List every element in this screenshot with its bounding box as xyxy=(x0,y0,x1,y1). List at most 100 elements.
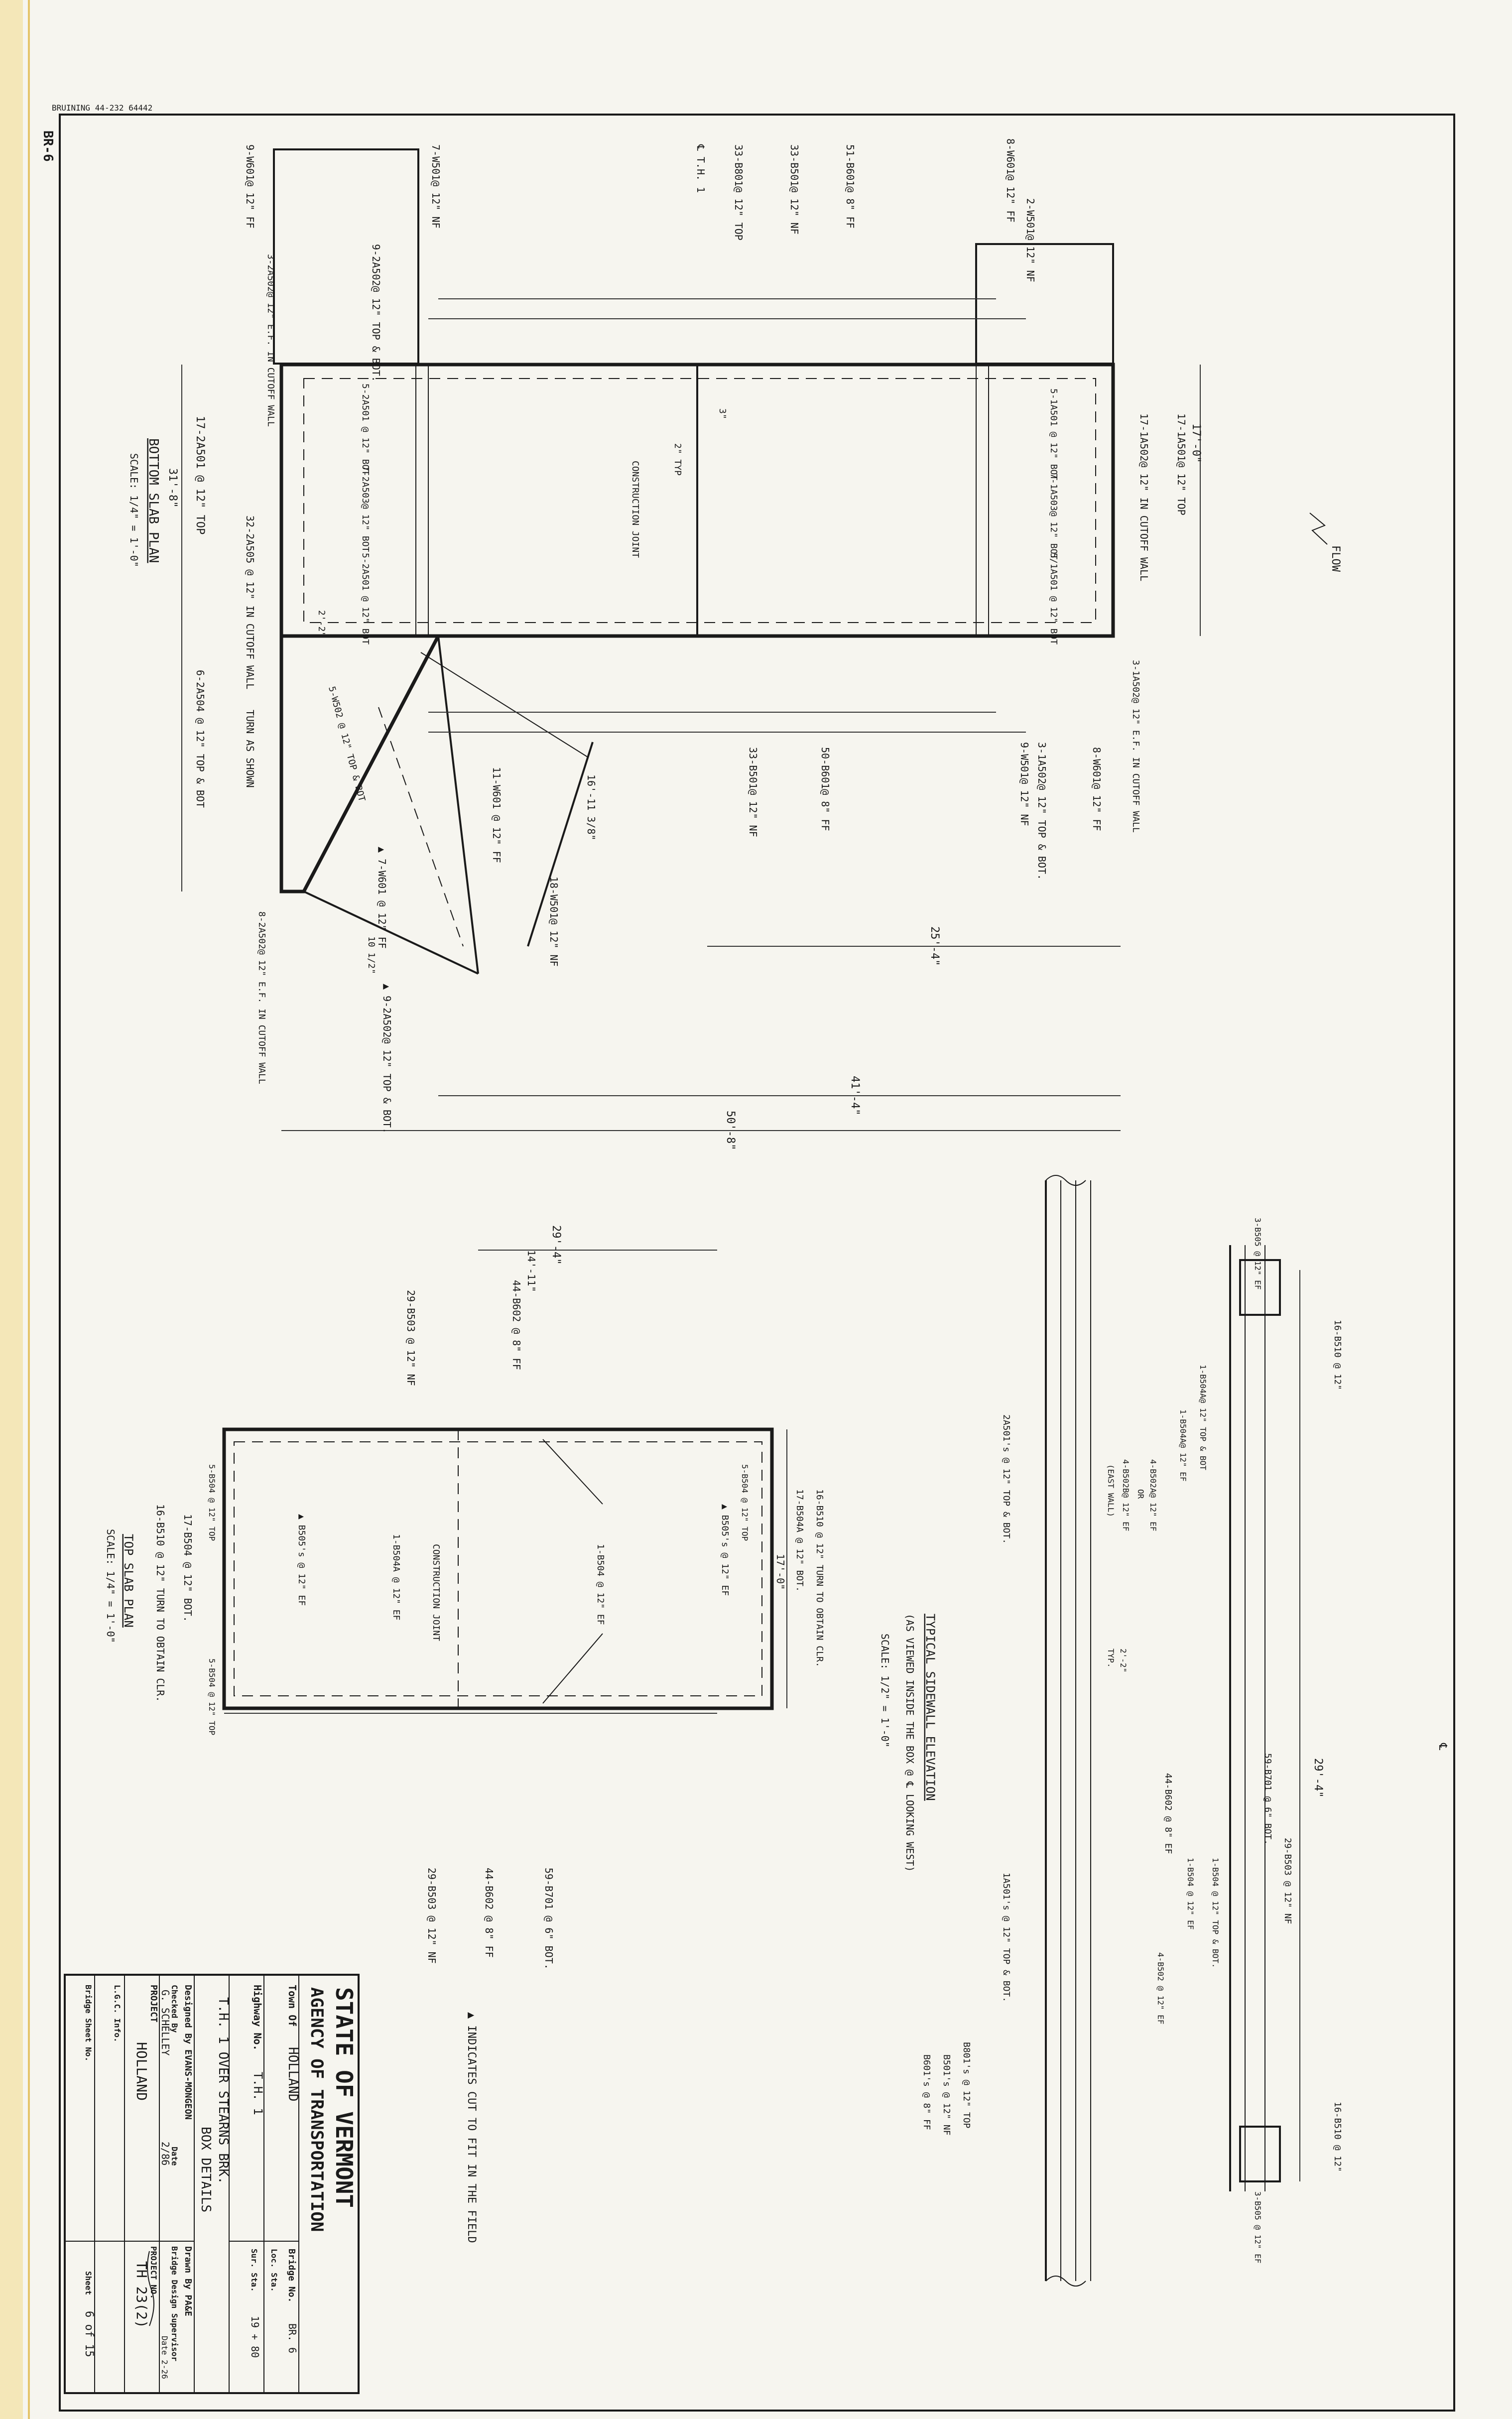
lgc-label: L.G.C. Info. xyxy=(113,1985,122,2042)
callout: 9-W601@ 12" FF xyxy=(244,144,256,229)
bottom-slab-plan-title: BOTTOM SLAB PLAN xyxy=(146,438,161,563)
callout: 9-2A502@ 12" TOP & BOT. xyxy=(370,244,382,382)
callout: 33-B501@ 12" NF xyxy=(747,747,759,837)
callout: 7-2A503@ 12" BOT xyxy=(360,466,371,552)
callout: B801's @ 12" TOP xyxy=(961,2042,972,2129)
callout: 16-B510 @ 12" xyxy=(1332,2102,1343,2172)
flow-label: FLOW xyxy=(1329,545,1342,572)
supervisor-date: Date 2-26 xyxy=(160,2336,169,2379)
callout: 5-2A501 @ 12" BOT xyxy=(360,553,371,644)
checker-name: G. SCHELLEY xyxy=(159,1990,171,2055)
sur-sta-label: Sur. Sta. xyxy=(250,2249,259,2292)
construction-joint-label: CONSTRUCTION JOINT xyxy=(630,461,640,558)
sur-sta-value: 19 + 80 xyxy=(249,2316,261,2358)
callout: 59-B701 @ 6" BOT. xyxy=(1262,1753,1273,1845)
centerline-mark: ℄ xyxy=(1436,1743,1449,1751)
wing-wall-edge xyxy=(527,742,594,947)
callout: 18-W501@ 12" NF xyxy=(548,877,560,967)
sheet-border xyxy=(59,114,1455,2412)
callout: 3-2A502@ 12" E.F. IN CUTOFF WALL xyxy=(265,254,276,427)
callout: 1-B504 @ 12" EF xyxy=(595,1544,606,1625)
top-slab-outline xyxy=(222,1427,774,1710)
turn-note: TURN AS SHOWN xyxy=(244,710,256,788)
callout: 4-B502 @ 12" EF xyxy=(1156,1952,1165,2025)
project-value: HOLLAND xyxy=(133,2042,150,2101)
callout: 16-B510 @ 12" TURN TO OBTAIN CLR. xyxy=(814,1489,825,1667)
bottom-slab-wing xyxy=(279,634,441,893)
callout: (EAST WALL) xyxy=(1106,1464,1116,1517)
project-no-value: TH 23(2) xyxy=(133,2261,150,2328)
callout: 29-B503 @ 12" NF xyxy=(405,1290,417,1386)
cutoff-wall-right xyxy=(975,243,1114,365)
callout: 5-W502 @ 12" TOP & BOT xyxy=(326,685,367,803)
callout: ▲ B505's @ 12" EF xyxy=(296,1514,307,1606)
callout: 5-2A501 @ 12" BOT xyxy=(360,383,371,475)
town-value: HOLLAND xyxy=(285,2047,300,2102)
bridge-description: T.H. 1 OVER STEARNS BRK. xyxy=(216,1997,231,2184)
paper-left-edge xyxy=(0,0,23,2419)
agency-line-1: STATE OF VERMONT xyxy=(331,1987,358,2208)
callout: ▲ B505's @ 12" EF xyxy=(720,1504,730,1596)
callout: 9-W501@ 12" NF xyxy=(1018,742,1030,826)
wall-corner-detail xyxy=(1239,1259,1281,1316)
callout: B501's @ 12" NF xyxy=(941,2054,952,2136)
dimension-text: 2" TYP xyxy=(672,443,683,476)
top-slab-plan-title: TOP SLAB PLAN xyxy=(122,1534,135,1628)
dimension-text: 16'-11 3/8" xyxy=(585,774,597,840)
break-line xyxy=(1045,1175,1086,1186)
sheet-value: 6 of 15 xyxy=(83,2311,95,2357)
highway-label: Highway No. xyxy=(252,1985,263,2050)
date-label: Date xyxy=(170,2147,179,2166)
callout: 1-B504A @ 12" EF xyxy=(391,1534,401,1620)
dimension-text: 2'-2" xyxy=(316,610,327,637)
callout: 16-B510 @ 12" TURN TO OBTAIN CLR. xyxy=(154,1504,166,1702)
callout: 2-W501@ 12" NF xyxy=(1024,198,1036,282)
callout: 5-B504 @ 12" TOP xyxy=(207,1658,217,1735)
dimension-text: 31'-8" xyxy=(166,468,179,508)
dimension-text: 17'-0" xyxy=(1190,423,1202,463)
callout: OR xyxy=(1136,1489,1145,1499)
cutoff-wall-left xyxy=(273,148,419,365)
callout: 11-W601 @ 12" FF xyxy=(491,767,503,863)
date-value: 2/86 xyxy=(159,2142,171,2165)
callout: 44-B602 @ 8" EF xyxy=(1163,1773,1173,1854)
dimension-text: 41'-4" xyxy=(849,1076,861,1115)
highway-value: T.H. 1 xyxy=(251,2072,265,2115)
sheet-code: BR-6 xyxy=(40,130,55,162)
callout: 1-B504A@ 12" TOP & BOT xyxy=(1198,1365,1208,1470)
callout: 5-1A501 @ 12" BOT xyxy=(1048,388,1059,480)
project-label: PROJECT xyxy=(148,1985,159,2023)
top-slab-plan-scale: SCALE: 1/4" = 1'-0" xyxy=(105,1529,117,1643)
wing-wall-edge xyxy=(303,891,479,975)
wing-wall-edge xyxy=(437,636,479,974)
vendor-stamp: BRUINING 44-232 64442 xyxy=(52,103,152,113)
callout: 3-B505 @ 12" EF xyxy=(1253,1218,1262,1290)
callout: 33-B801@ 12" TOP xyxy=(733,144,745,241)
construction-joint-label: CONSTRUCTION JOINT xyxy=(431,1544,441,1641)
callout: 4-B502A@ 12" EF xyxy=(1148,1459,1158,1531)
bridge-sheet-label: Bridge Sheet No. xyxy=(84,1985,93,2061)
bridge-no-label: Bridge No. xyxy=(286,2249,297,2302)
sheet-label: Sheet xyxy=(84,2271,93,2295)
callout: 4-B502B@ 12" EF xyxy=(1121,1459,1131,1531)
callout: 59-B701 @ 6" BOT. xyxy=(543,1868,555,1970)
callout: 29-B503 @ 12" NF xyxy=(426,1868,438,1964)
callout: 5-B504 @ 12" TOP xyxy=(207,1464,217,1541)
break-line xyxy=(1045,2276,1086,2287)
callout: 16-B510 @ 12" xyxy=(1332,1320,1343,1390)
dimension-text: 29'-4" xyxy=(1312,1758,1324,1797)
callout: 17-1A502@ 12" IN CUTOFF WALL xyxy=(1138,413,1150,581)
flow-arrow-icon xyxy=(1309,512,1328,545)
callout: 1A501's @ 12" TOP & BOT. xyxy=(1001,1873,1011,2002)
callout: TYP. xyxy=(1106,1649,1116,1668)
callout: B601's @ 8" FF xyxy=(921,2054,932,2130)
supervisor-signature-icon xyxy=(147,2251,154,2326)
callout: 1-B504A@ 12" EF xyxy=(1178,1409,1188,1482)
checked-by-label: Checked By xyxy=(170,1985,179,2033)
callout: 7-1A503@ 12" BOT xyxy=(1048,473,1059,560)
top-slab-plan: 29-B503 @ 12" NF 44-B602 @ 8" FF 5-B504 … xyxy=(105,1225,825,1970)
callout: 7-W501@ 12" NF xyxy=(430,144,442,229)
bottom-slab-inner-dash xyxy=(303,378,1096,623)
callout: 33-B501@ 12" NF xyxy=(788,144,800,235)
